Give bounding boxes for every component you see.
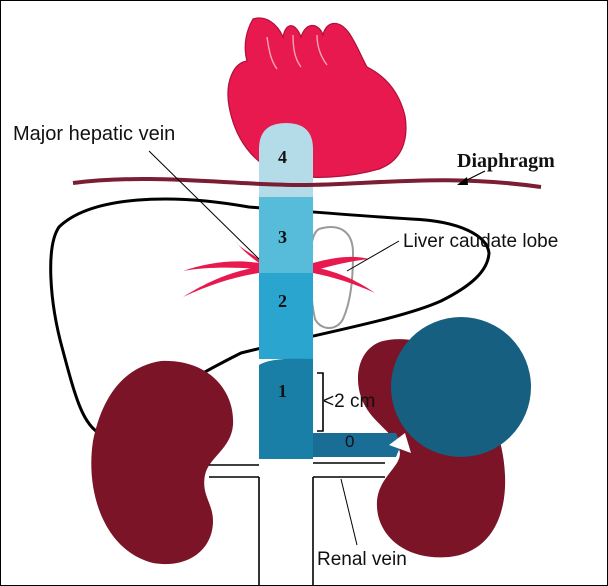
distance-bracket: [317, 372, 324, 432]
segment-label-4: 4: [278, 147, 287, 167]
lower-vessels: [209, 462, 385, 585]
left-kidney: [91, 360, 234, 565]
ivc-segment-3: [259, 197, 313, 273]
ivc-segment-4: [259, 123, 313, 197]
tumor-mass: [391, 317, 531, 457]
leader-lines: [148, 150, 400, 546]
label-distance: <2 cm: [323, 391, 375, 412]
segment-label-0: 0: [345, 432, 354, 451]
segment-label-3: 3: [278, 227, 287, 247]
ivc-segment-2: [259, 273, 313, 359]
label-liver-caudate-lobe: Liver caudate lobe: [403, 231, 558, 252]
ivc: [259, 123, 401, 459]
liver-outline: [49, 197, 491, 436]
hepatic-veins: [183, 241, 375, 297]
heart: [227, 17, 407, 178]
label-major-hepatic-vein: Major hepatic vein: [13, 123, 175, 145]
segment-label-2: 2: [278, 291, 287, 311]
ivc-segment-0: [313, 433, 401, 457]
label-renal-vein: Renal vein: [317, 549, 407, 570]
diaphragm-line: [72, 177, 542, 189]
tumor-notch: [389, 433, 411, 453]
label-diaphragm: Diaphragm: [457, 150, 555, 172]
ivc-segment-1: [259, 358, 313, 459]
diaphragm-arrow: [457, 170, 486, 185]
segment-label-1: 1: [278, 381, 287, 401]
